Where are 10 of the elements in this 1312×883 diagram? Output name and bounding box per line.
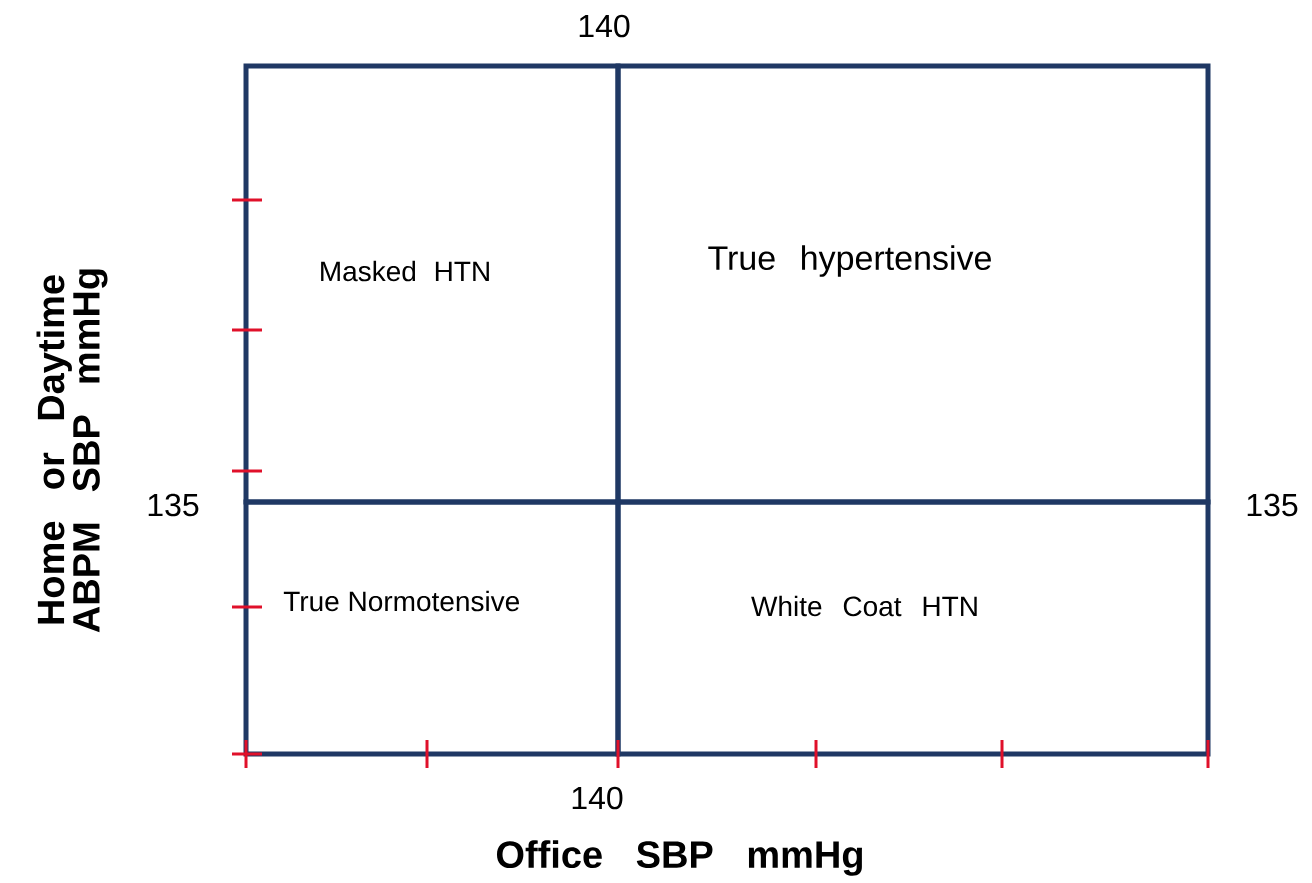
- axis-value: 140: [572, 786, 623, 810]
- quadrant-box: True hypertensive: [615, 63, 1211, 505]
- quadrant-box: White Coat HTN: [615, 499, 1211, 757]
- axis-title: Home or Daytime ABPM SBP mmHg: [36, 269, 108, 633]
- quadrant-box: Masked HTN: [243, 63, 621, 505]
- axis-value: 140: [579, 14, 630, 38]
- axis-value: 135: [1247, 493, 1298, 517]
- axis-title: Office SBP mmHg: [496, 840, 862, 876]
- quadrant-box: True Normotensive: [243, 499, 621, 757]
- axis-value: 135: [148, 493, 199, 517]
